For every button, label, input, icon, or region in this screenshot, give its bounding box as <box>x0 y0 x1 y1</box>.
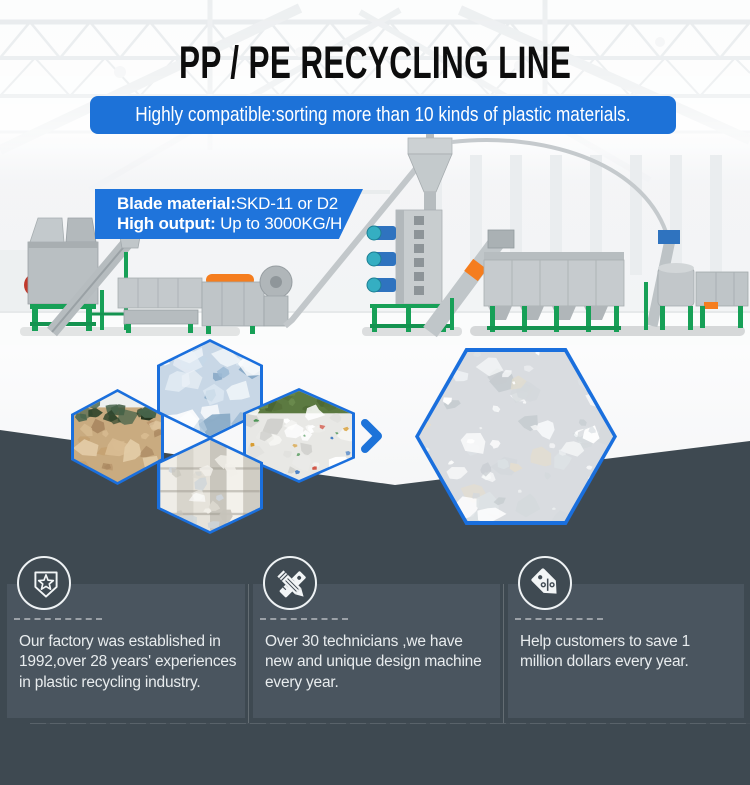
dashed-divider <box>515 618 603 620</box>
feature-text: Over 30 technicians ,we have new and uni… <box>265 633 482 691</box>
washing-machine <box>117 277 203 333</box>
transfer-pipe <box>283 152 431 329</box>
floating-washer-tank <box>483 252 625 332</box>
overhead-pipe <box>451 138 668 233</box>
feature-card-technicians: Over 30 technicians ,we have new and uni… <box>253 556 500 718</box>
compatibility-banner: Highly compatible:sorting more than 10 k… <box>90 96 676 134</box>
feature-text: Our factory was established in 1992,over… <box>19 633 237 691</box>
page-title-text: PP / PE RECYCLING LINE <box>178 37 572 88</box>
shield-star-icon <box>17 556 71 610</box>
dashed-divider <box>14 618 102 620</box>
spec-line-output: High output: Up to 3000KG/H <box>117 214 343 233</box>
card-separator <box>248 584 249 723</box>
feature-text: Help customers to save 1 million dollars… <box>520 633 691 671</box>
chevron-right-icon <box>361 419 382 453</box>
end-machines <box>695 271 749 328</box>
dashed-divider <box>260 618 348 620</box>
feature-card-savings: Help customers to save 1 million dollars… <box>508 556 744 718</box>
spec-line-blade: Blade material:SKD-11 or D2 <box>117 194 339 213</box>
squeezer-machine <box>201 265 293 334</box>
price-tag-icon <box>518 556 572 610</box>
page-title: PP / PE RECYCLING LINE <box>0 40 750 86</box>
factory-photo <box>0 130 750 345</box>
card-separator <box>503 584 504 723</box>
cyclone-separator-tower <box>366 130 453 332</box>
dewatering-tub <box>657 263 695 330</box>
compatibility-banner-text: Highly compatible:sorting more than 10 k… <box>135 103 631 126</box>
feature-cards: Our factory was established in 1992,over… <box>7 556 744 718</box>
spec-label: Blade material:SKD-11 or D2 High output:… <box>95 189 363 239</box>
design-tools-icon <box>263 556 317 610</box>
bottom-divider <box>30 723 750 724</box>
feature-card-factory: Our factory was established in 1992,over… <box>7 556 245 718</box>
